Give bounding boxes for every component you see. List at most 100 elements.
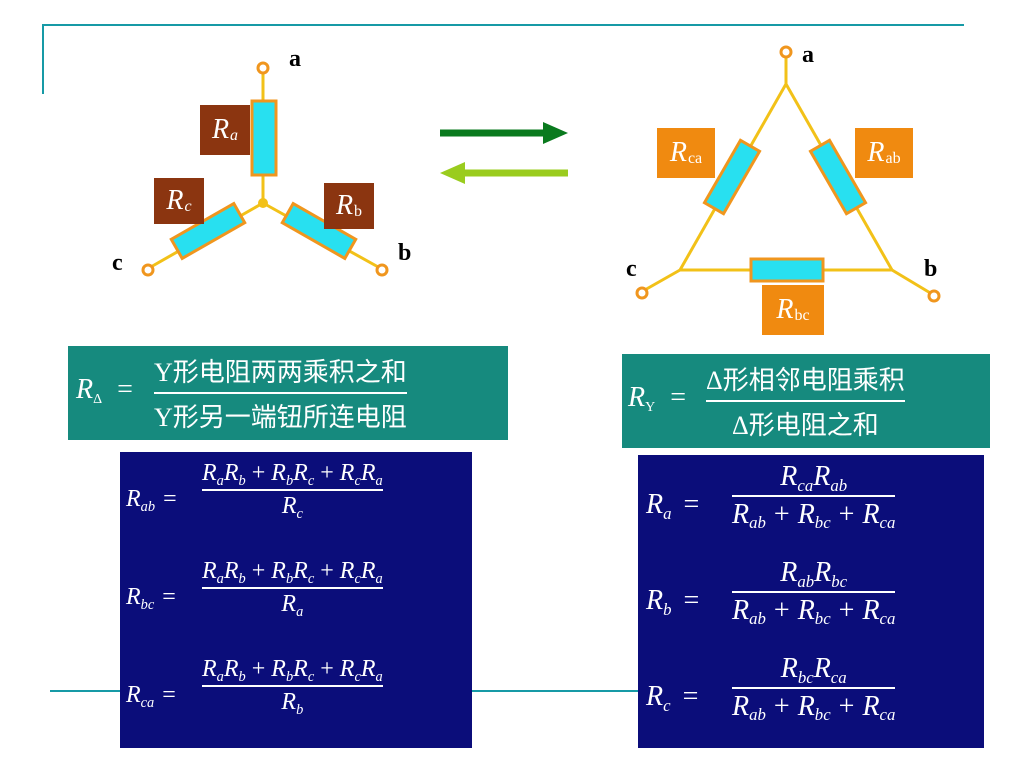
delta-terminal-c bbox=[635, 286, 649, 300]
delta-network bbox=[635, 45, 941, 303]
delta-resistor-ca bbox=[702, 138, 762, 216]
rule-delta-lhs: RΔ = bbox=[76, 374, 133, 407]
dts-term: Rab bbox=[732, 690, 766, 725]
std-term: Rb bbox=[223, 656, 246, 686]
dts-term: Rab bbox=[732, 498, 766, 533]
std-numerator-2: RaRb+RbRc+RcRa bbox=[202, 656, 383, 686]
std-term: Rb bbox=[271, 558, 294, 588]
std-term: Rb bbox=[223, 460, 246, 490]
std-term: Rc bbox=[293, 656, 315, 686]
arrow-right-head bbox=[543, 122, 568, 144]
std-denominator-2: Rb bbox=[281, 688, 304, 718]
std-denominator-0: Rc bbox=[281, 492, 303, 522]
std-term: Ra bbox=[360, 656, 383, 686]
std-term: Rc bbox=[281, 492, 303, 522]
std-term: Rb bbox=[281, 688, 304, 718]
dts-denominator-0: Rab+Rbc+Rca bbox=[732, 498, 896, 533]
star-node-label-c: c bbox=[112, 250, 123, 276]
delta-node-label-b: b bbox=[924, 256, 938, 282]
dts-term: Rab bbox=[813, 461, 848, 495]
std-term: Ra bbox=[202, 656, 224, 686]
star-terminal-b bbox=[375, 263, 389, 277]
dts-numerator-1: RabRbc bbox=[780, 557, 848, 591]
std-term: Rc bbox=[339, 656, 361, 686]
dts-lhs-2: Rc= bbox=[646, 681, 699, 715]
star-node-label-b: b bbox=[398, 240, 412, 266]
rule-delta-box: RΔ = Y形电阻两两乘积之和 Y形另一端钮所连电阻 bbox=[68, 346, 508, 440]
conversion-arrows bbox=[440, 122, 568, 184]
std-lhs-0: Rab= bbox=[126, 486, 177, 516]
std-term: Rb bbox=[223, 558, 246, 588]
delta-stub-c bbox=[642, 268, 681, 293]
std-numerator-1: RaRb+RbRc+RcRa bbox=[202, 558, 383, 588]
std-term: Ra bbox=[281, 590, 304, 620]
star-terminal-a bbox=[256, 61, 270, 75]
delta-terminal-b bbox=[927, 289, 941, 303]
dts-denominator-1: Rab+Rbc+Rca bbox=[732, 594, 896, 629]
dts-numerator-0: RcaRab bbox=[780, 461, 848, 495]
std-term: Ra bbox=[202, 460, 224, 490]
dts-term: Rbc bbox=[797, 594, 831, 629]
star-center-node bbox=[258, 198, 268, 208]
dts-denominator-2: Rab+Rbc+Rca bbox=[732, 690, 896, 725]
delta-terminal-a bbox=[779, 45, 793, 59]
std-term: Rb bbox=[271, 460, 294, 490]
std-numerator-0: RaRb+RbRc+RcRa bbox=[202, 460, 383, 490]
dts-lhs-0: Ra= bbox=[646, 489, 700, 523]
arrow-left-head bbox=[440, 162, 465, 184]
std-denominator-1: Ra bbox=[281, 590, 304, 620]
std-term: Ra bbox=[360, 558, 383, 588]
dts-term: Rca bbox=[862, 594, 896, 629]
rule-star-fraction: Δ形相邻电阻乘积 Δ形电阻之和 bbox=[706, 366, 905, 440]
dts-term: Rbc bbox=[797, 498, 831, 533]
star-resistor-a bbox=[250, 99, 278, 177]
delta-stub-b bbox=[891, 268, 933, 296]
dts-term: Rbc bbox=[780, 653, 814, 687]
std-lhs-2: Rca= bbox=[126, 682, 176, 712]
std-term: Rb bbox=[271, 656, 294, 686]
std-term: Rc bbox=[293, 558, 315, 588]
bottom-accent-line bbox=[50, 690, 980, 692]
dts-term: Rca bbox=[780, 461, 814, 495]
delta-resistor-ab bbox=[808, 138, 868, 216]
std-term: Rc bbox=[339, 460, 361, 490]
dts-term: Rca bbox=[862, 498, 896, 533]
std-term: Rc bbox=[293, 460, 315, 490]
dts-term: Rab bbox=[780, 557, 815, 591]
delta-node-label-a: a bbox=[802, 42, 814, 68]
top-accent-line bbox=[42, 24, 964, 26]
std-term: Ra bbox=[360, 460, 383, 490]
dts-numerator-2: RbcRca bbox=[780, 653, 847, 687]
dts-term: Rbc bbox=[814, 557, 848, 591]
dts-term: Rab bbox=[732, 594, 766, 629]
dts-term: Rca bbox=[862, 690, 896, 725]
star-network bbox=[141, 61, 389, 277]
dts-lhs-1: Rb= bbox=[646, 585, 700, 619]
std-term: Rc bbox=[339, 558, 361, 588]
std-lhs-1: Rbc= bbox=[126, 584, 176, 614]
std-term: Ra bbox=[202, 558, 224, 588]
rule-star-box: RY = Δ形相邻电阻乘积 Δ形电阻之和 bbox=[622, 354, 990, 448]
delta-node-label-c: c bbox=[626, 256, 637, 282]
star-terminal-c bbox=[141, 263, 155, 277]
rule-star-lhs: RY = bbox=[628, 382, 687, 415]
rule-delta-fraction: Y形电阻两两乘积之和 Y形另一端钮所连电阻 bbox=[154, 358, 407, 432]
dts-term: Rca bbox=[813, 653, 847, 687]
dts-term: Rbc bbox=[797, 690, 831, 725]
star-node-label-a: a bbox=[289, 46, 301, 72]
